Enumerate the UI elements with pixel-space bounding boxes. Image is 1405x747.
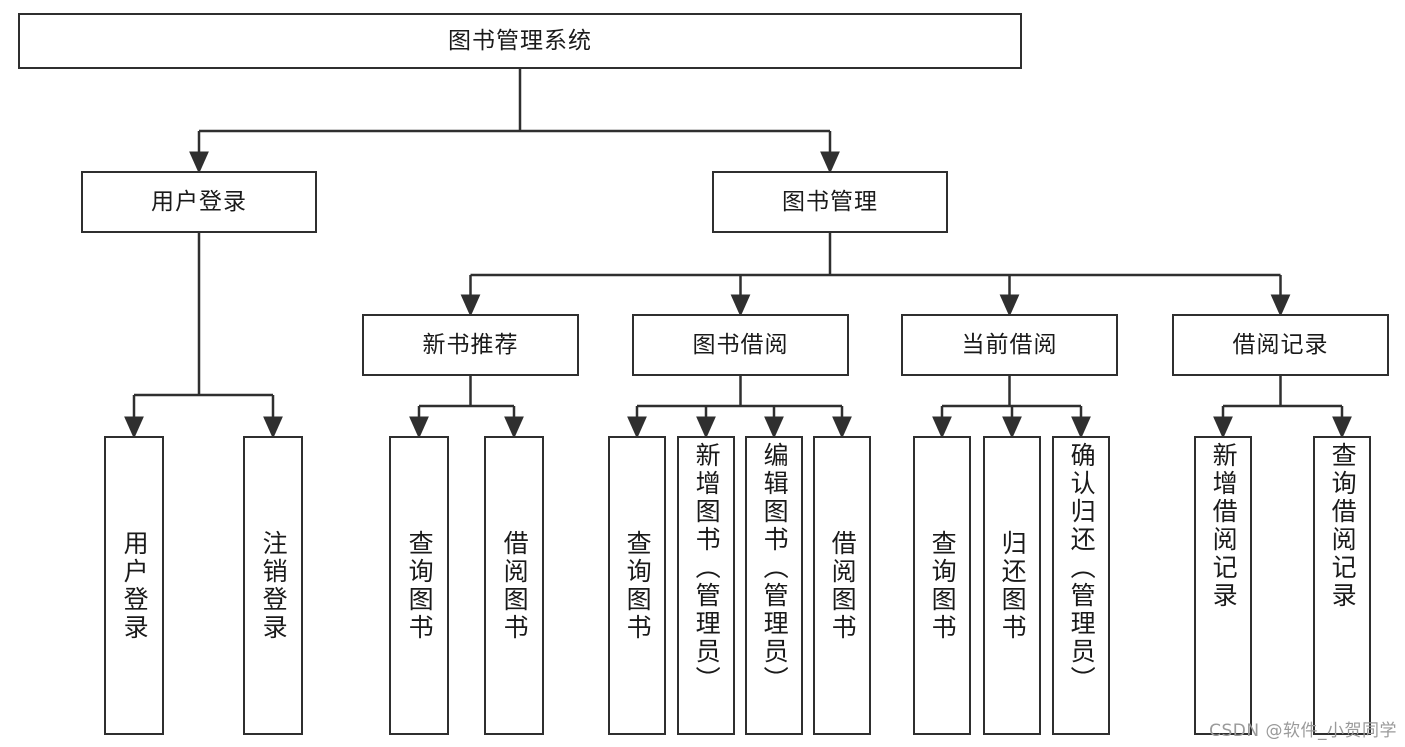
- node-l3-cu-query[interactable]: 查询图书: [913, 436, 971, 735]
- node-label: 当前借阅: [961, 331, 1058, 358]
- node-label: 用户登录: [120, 529, 150, 642]
- node-label: 查询借阅记录: [1328, 442, 1358, 610]
- node-label: 图书借阅: [692, 331, 789, 358]
- node-l1-book[interactable]: 图书管理: [712, 171, 948, 233]
- node-l3-bo-add[interactable]: 新增图书（管理员）: [677, 436, 735, 735]
- node-label: 确认归还（管理员）: [1067, 442, 1097, 694]
- node-l2-record[interactable]: 借阅记录: [1172, 314, 1389, 376]
- node-label: 用户登录: [151, 188, 247, 215]
- node-label: 借阅记录: [1232, 331, 1329, 358]
- node-l1-user[interactable]: 用户登录: [81, 171, 317, 233]
- node-l2-current[interactable]: 当前借阅: [901, 314, 1118, 376]
- node-label: 查询图书: [623, 529, 653, 642]
- node-l3-re-query[interactable]: 查询借阅记录: [1313, 436, 1371, 735]
- node-l3-user-login[interactable]: 用户登录: [104, 436, 164, 735]
- node-label: 编辑图书（管理员）: [760, 442, 790, 694]
- node-l3-nb-query[interactable]: 查询图书: [389, 436, 449, 735]
- node-label: 注销登录: [259, 529, 289, 642]
- node-l2-newbook[interactable]: 新书推荐: [362, 314, 579, 376]
- node-l3-re-add[interactable]: 新增借阅记录: [1194, 436, 1252, 735]
- node-l3-bo-query[interactable]: 查询图书: [608, 436, 666, 735]
- node-label: 借阅图书: [500, 529, 530, 642]
- node-label: 新增图书（管理员）: [692, 442, 722, 694]
- node-label: 新书推荐: [422, 331, 519, 358]
- node-label: 图书管理系统: [448, 27, 592, 54]
- node-label: 图书管理: [782, 188, 878, 215]
- node-l2-borrow[interactable]: 图书借阅: [632, 314, 849, 376]
- node-label: 新增借阅记录: [1209, 442, 1239, 610]
- node-l3-nb-borrow[interactable]: 借阅图书: [484, 436, 544, 735]
- node-l3-user-logout[interactable]: 注销登录: [243, 436, 303, 735]
- node-root[interactable]: 图书管理系统: [18, 13, 1022, 69]
- node-label: 查询图书: [928, 529, 958, 642]
- node-label: 归还图书: [998, 529, 1028, 642]
- node-l3-cu-confirm[interactable]: 确认归还（管理员）: [1052, 436, 1110, 735]
- node-label: 查询图书: [405, 529, 435, 642]
- node-l3-bo-edit[interactable]: 编辑图书（管理员）: [745, 436, 803, 735]
- node-l3-bo-borrow[interactable]: 借阅图书: [813, 436, 871, 735]
- node-l3-cu-return[interactable]: 归还图书: [983, 436, 1041, 735]
- edge-layer: [124, 69, 1352, 439]
- node-label: 借阅图书: [828, 529, 858, 642]
